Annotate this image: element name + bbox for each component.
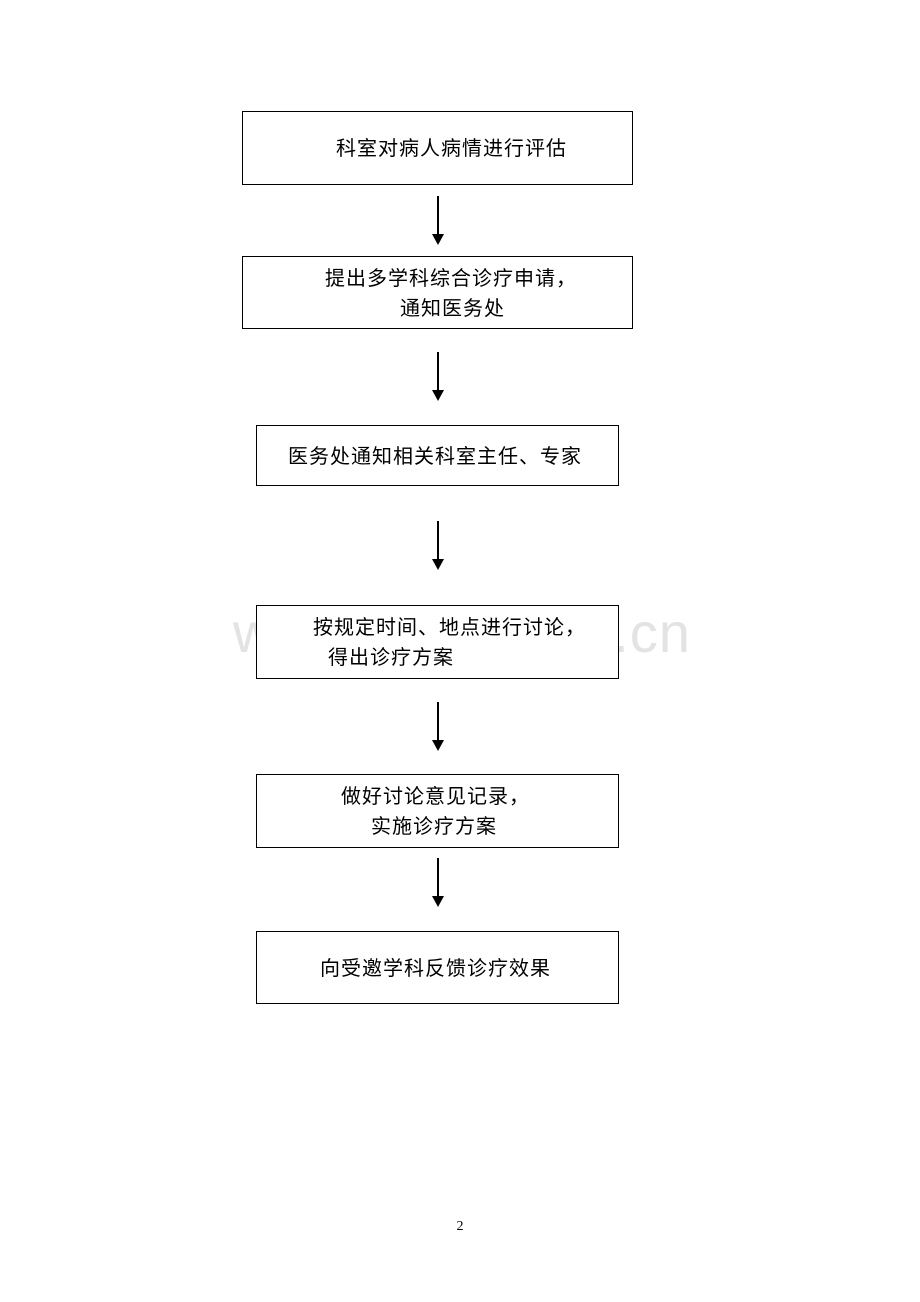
arrow-head (432, 559, 444, 570)
arrow-3 (432, 521, 444, 570)
arrow-2 (432, 352, 444, 401)
step-3-line-1: 医务处通知相关科室主任、专家 (288, 443, 582, 468)
step-4-line-2: 得出诊疗方案 (328, 645, 454, 669)
arrow-head (432, 896, 444, 907)
arrow-5 (432, 858, 444, 907)
step-2-submit-request: 提出多学科综合诊疗申请， 通知医务处 (242, 256, 633, 329)
step-5-line-1: 做好讨论意见记录， (341, 784, 530, 808)
step-1-line-1: 科室对病人病情进行评估 (336, 136, 567, 160)
arrow-4 (432, 702, 444, 751)
step-5-record-implement: 做好讨论意见记录， 实施诊疗方案 (256, 774, 619, 848)
arrow-1 (432, 196, 444, 245)
step-5-line-2: 实施诊疗方案 (371, 814, 497, 838)
step-3-notify-experts: 医务处通知相关科室主任、专家 (256, 425, 619, 486)
step-4-discussion: 按规定时间、地点进行讨论， 得出诊疗方案 (256, 605, 619, 679)
arrow-head (432, 740, 444, 751)
arrow-head (432, 390, 444, 401)
arrow-head (432, 234, 444, 245)
step-2-line-1: 提出多学科综合诊疗申请， (325, 265, 577, 290)
step-6-feedback: 向受邀学科反馈诊疗效果 (256, 931, 619, 1004)
step-6-line-1: 向受邀学科反馈诊疗效果 (320, 955, 551, 980)
step-2-line-2: 通知医务处 (400, 295, 505, 320)
step-1-evaluate-condition: 科室对病人病情进行评估 (242, 111, 633, 185)
step-4-line-1: 按规定时间、地点进行讨论， (313, 615, 586, 639)
page-number: 2 (456, 1219, 464, 1234)
